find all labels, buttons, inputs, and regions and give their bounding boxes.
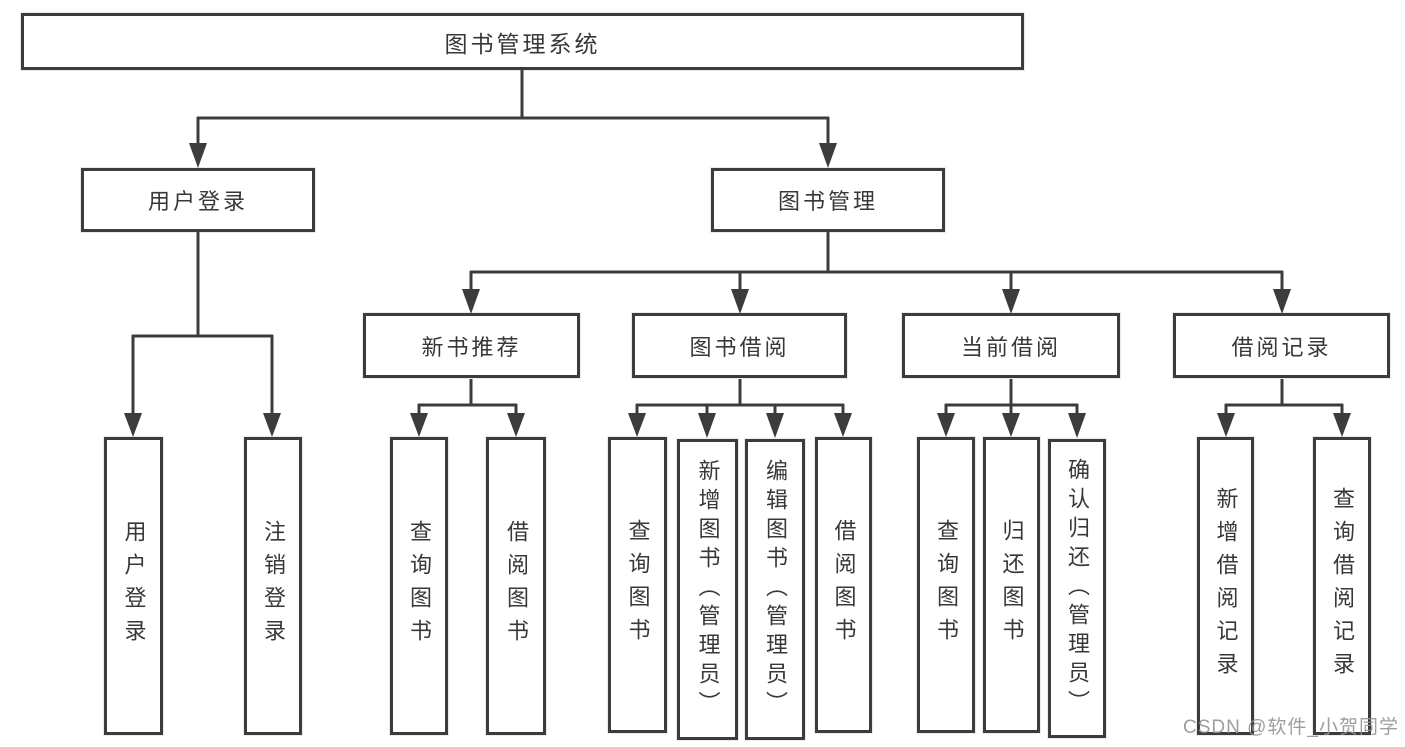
node-current-query-books: 查询图书 [917,437,975,733]
node-book-management: 图书管理 [711,168,945,232]
node-book-borrowing: 图书借阅 [632,313,847,378]
node-records-add-borrow-record: 新增借阅记录 [1197,437,1254,735]
csdn-watermark: CSDN @软件_小贺同学 [1183,717,1399,738]
node-user-login-action: 用户登录 [104,437,163,735]
node-current-borrowing: 当前借阅 [902,313,1120,378]
node-borrow-edit-books-admin: 编辑图书（管理员） [745,439,805,740]
node-new-book-recommendation: 新书推荐 [363,313,580,378]
node-library-management-system: 图书管理系统 [21,13,1024,70]
node-newbook-borrow-books: 借阅图书 [486,437,546,735]
node-records-query-borrow-record: 查询借阅记录 [1313,437,1371,735]
node-user-login: 用户登录 [81,168,315,232]
node-borrow-borrow-books: 借阅图书 [815,437,872,733]
node-current-return-books: 归还图书 [983,437,1040,733]
node-borrow-add-books-admin: 新增图书（管理员） [677,439,738,740]
node-logout-action: 注销登录 [244,437,302,735]
node-borrow-query-books: 查询图书 [608,437,667,733]
node-current-confirm-return-admin: 确认归还（管理员） [1048,439,1106,738]
node-newbook-query-books: 查询图书 [390,437,448,735]
node-borrowing-records: 借阅记录 [1173,313,1390,378]
